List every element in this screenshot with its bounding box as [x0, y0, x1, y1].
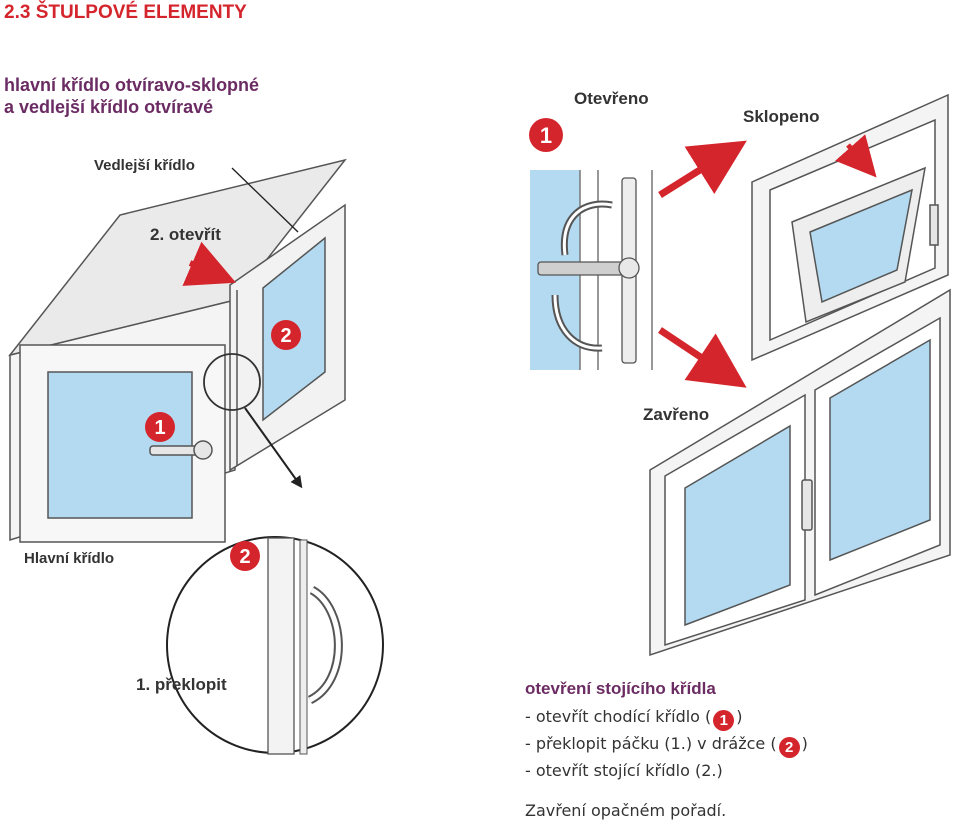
badge-2-detail: 2	[230, 541, 260, 571]
closed-window-drawing	[649, 288, 951, 657]
handle-panel	[530, 170, 653, 370]
step-2: - překlopit páčku (1.) v drážce (2)	[525, 731, 955, 758]
step-1-text: - otevřít chodící křídlo (	[525, 707, 712, 726]
step-2-end: )	[801, 734, 808, 753]
label-step-flip: 1. překlopit	[136, 675, 227, 694]
badge-1-top-number: 1	[540, 123, 552, 148]
badge-1-handle: 1	[145, 412, 175, 442]
step-2-text: - překlopit páčku (1.) v drážce (	[525, 734, 777, 753]
instructions: otevření stojícího křídla - otevřít chod…	[525, 679, 955, 823]
label-secondary-sash: Vedlejší křídlo	[94, 157, 195, 174]
subtitle-line-2: a vedlejší křídlo otvíravé	[4, 97, 214, 117]
label-state-tilted: Sklopeno	[743, 107, 820, 126]
tilted-window-drawing	[751, 93, 949, 362]
step-2-badge: 2	[778, 737, 800, 758]
step-1: - otevřít chodící křídlo (1)	[525, 704, 955, 731]
badge-2-detail-number: 2	[239, 546, 250, 568]
label-state-closed: Zavřeno	[643, 405, 709, 424]
badge-2-sash-number: 2	[280, 325, 291, 347]
section-title: 2.3 ŠTULPOVÉ ELEMENTY	[4, 2, 247, 23]
subtitle: hlavní křídlo otvíravo-sklopné a vedlejš…	[4, 74, 259, 118]
label-step-open: 2. otevřít	[150, 225, 221, 244]
badge-1-handle-number: 1	[154, 417, 165, 439]
label-state-open: Otevřeno	[574, 89, 649, 108]
closing-note: Zavření opačném pořadí.	[525, 801, 727, 820]
step-3: - otevřít stojící křídlo (2.)	[525, 761, 723, 780]
detail-circle	[166, 536, 384, 755]
subtitle-line-1: hlavní křídlo otvíravo-sklopné	[4, 75, 260, 95]
step-1-end: )	[736, 707, 743, 726]
badge-2-sash: 2	[271, 320, 301, 350]
step-1-badge: 1	[713, 710, 735, 731]
main-window-drawing	[8, 158, 347, 543]
badge-1-top: 1	[529, 118, 563, 152]
instructions-title: otevření stojícího křídla	[525, 679, 716, 698]
label-main-sash: Hlavní křídlo	[24, 550, 114, 567]
